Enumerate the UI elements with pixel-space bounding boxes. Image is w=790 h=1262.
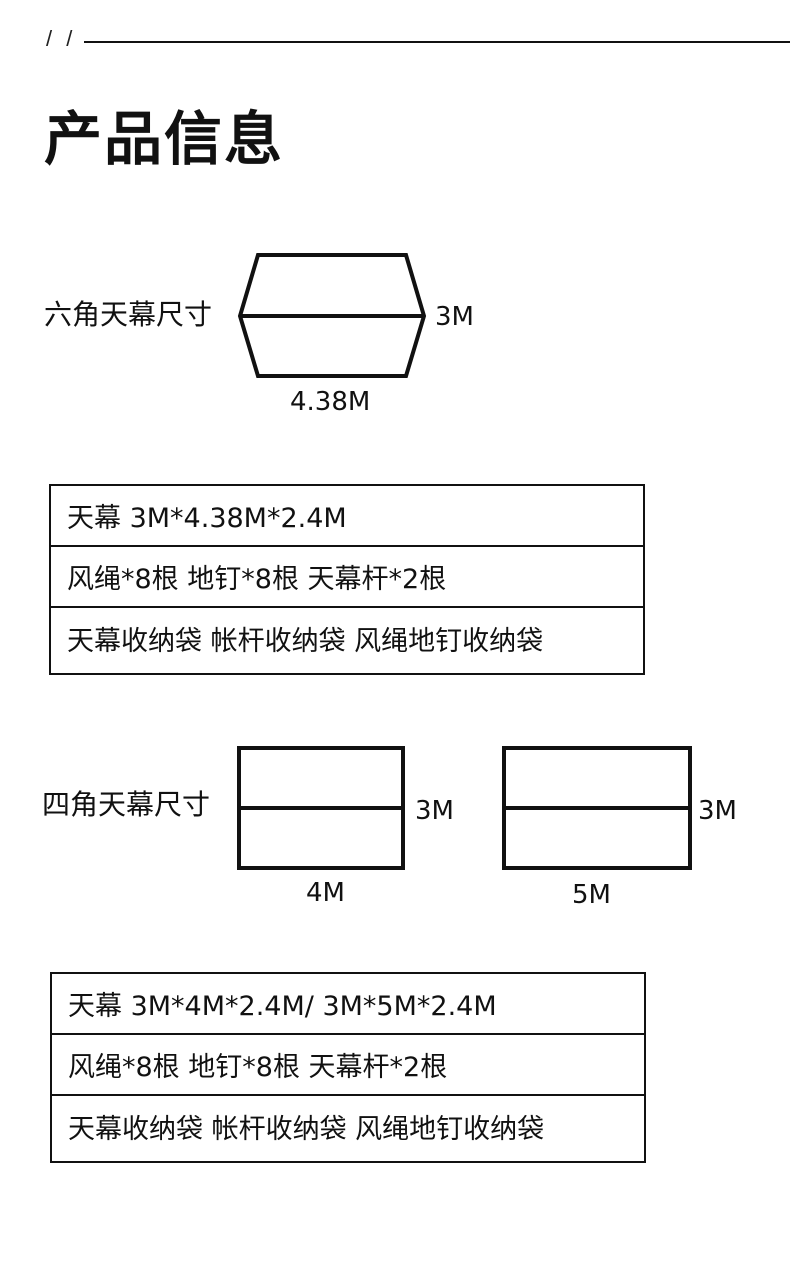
spec-row-accessories: 风绳*8根 地钉*8根 天幕杆*2根 bbox=[52, 1035, 644, 1096]
spec-row-storage-bags: 天幕收纳袋 帐杆收纳袋 风绳地钉收纳袋 bbox=[68, 1114, 545, 1145]
header-divider bbox=[84, 41, 790, 43]
spec-row-storage-bags: 天幕收纳袋 帐杆收纳袋 风绳地钉收纳袋 bbox=[67, 626, 544, 657]
hexagon-spec-table: 天幕 3M*4.38M*2.4M 风绳*8根 地钉*8根 天幕杆*2根 天幕收纳… bbox=[49, 484, 645, 675]
spec-row-tarp-size: 天幕 3M*4M*2.4M/ 3M*5M*2.4M bbox=[52, 974, 644, 1035]
square-spec-table: 天幕 3M*4M*2.4M/ 3M*5M*2.4M 风绳*8根 地钉*8根 天幕… bbox=[50, 972, 646, 1163]
spec-row-accessories: 风绳*8根 地钉*8根 天幕杆*2根 bbox=[51, 547, 643, 608]
square-tarp-label: 四角天幕尺寸 bbox=[42, 788, 211, 821]
hexagon-depth-dimension: 3M bbox=[435, 302, 474, 332]
hexagon-width-dimension: 4.38M bbox=[290, 387, 371, 417]
square-tarp-a-width-dimension: 4M bbox=[306, 878, 345, 908]
square-tarp-b-width-dimension: 5M bbox=[572, 880, 611, 910]
square-tarp-b-diagram bbox=[502, 746, 692, 870]
square-tarp-a-diagram bbox=[237, 746, 405, 870]
square-tarp-b-depth-dimension: 3M bbox=[698, 796, 737, 826]
hexagon-tarp-label: 六角天幕尺寸 bbox=[44, 298, 213, 331]
header-slashes: / / bbox=[46, 26, 77, 51]
square-tarp-a-depth-dimension: 3M bbox=[415, 796, 454, 826]
spec-row-tarp-size: 天幕 3M*4.38M*2.4M bbox=[51, 486, 643, 547]
page-title: 产品信息 bbox=[44, 105, 285, 173]
hexagon-tarp-diagram bbox=[236, 252, 428, 380]
